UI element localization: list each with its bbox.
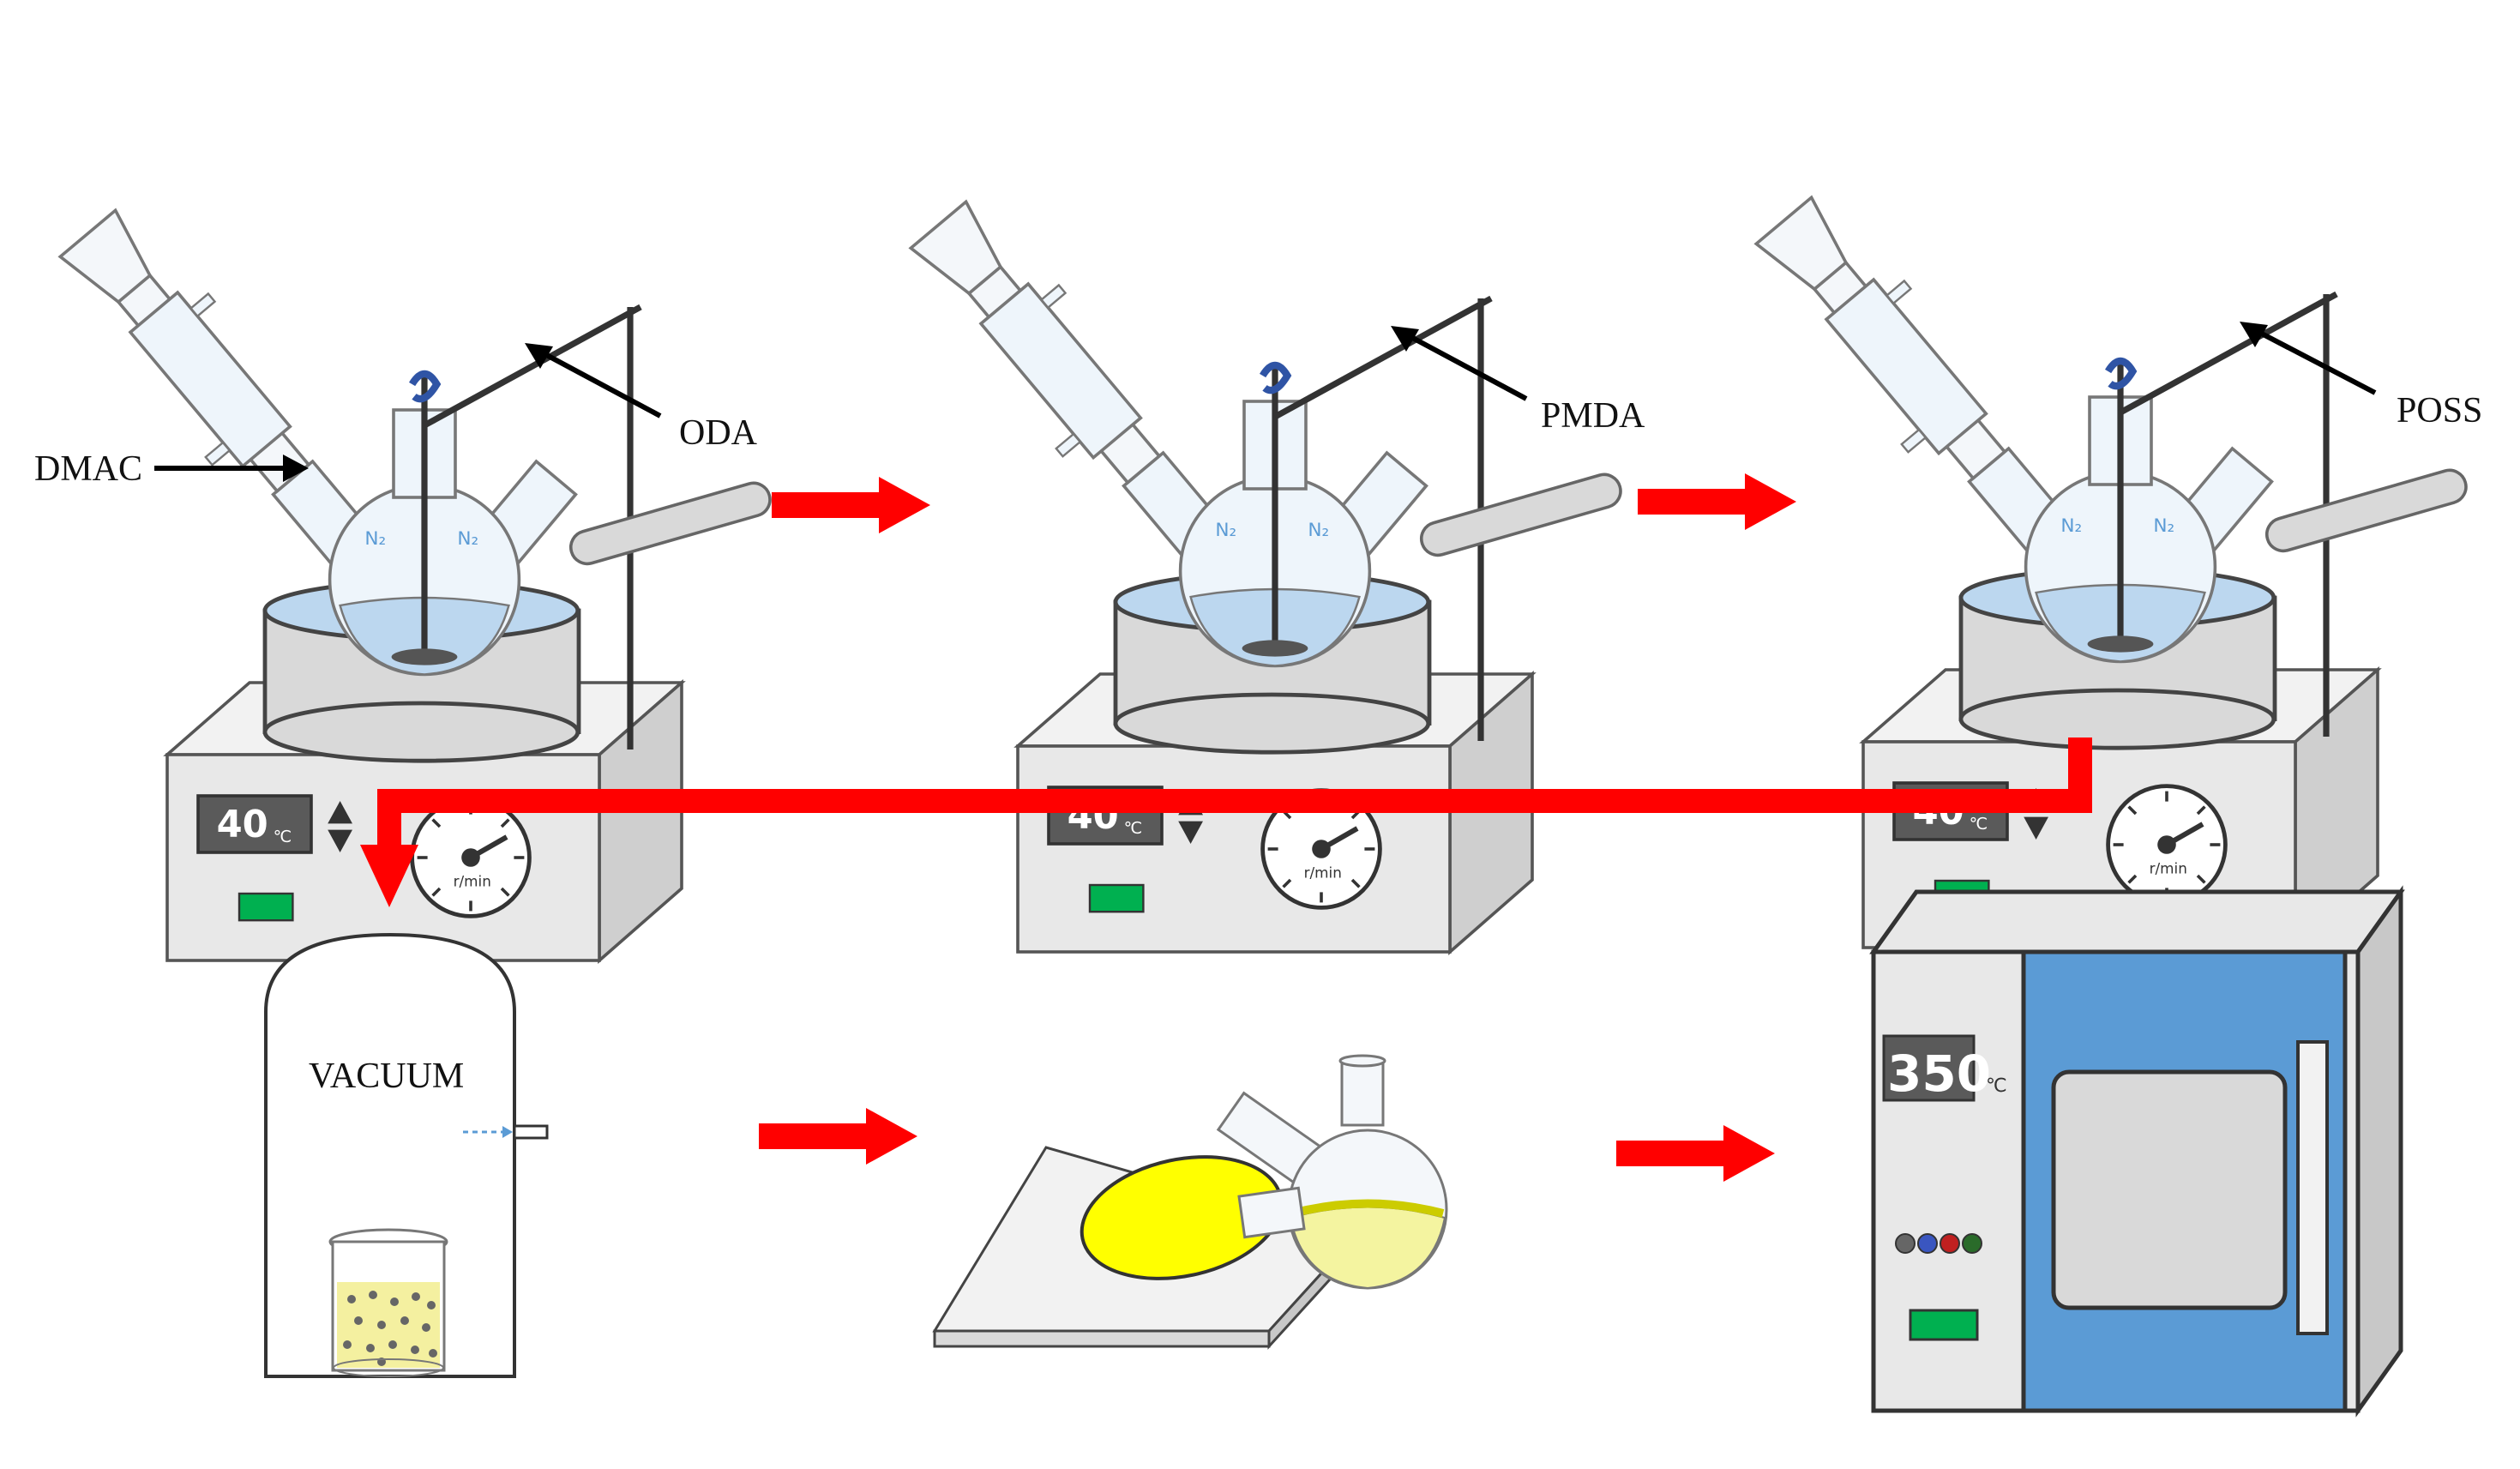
label-vacuum: VACUUM: [309, 1057, 464, 1096]
oven-unit: ℃: [1986, 1075, 2007, 1097]
stirrer-3-rpm: r/min: [2150, 860, 2187, 877]
stirrer-1-gas-right: N₂: [457, 528, 478, 550]
stirrer-2-gas-left: N₂: [1215, 520, 1236, 541]
stirrer-2-rpm: r/min: [1304, 864, 1342, 882]
process-arrow-return: [360, 738, 2092, 907]
pointer-pmda: [1404, 332, 1528, 401]
stirrer-3-unit: ℃: [1970, 814, 1988, 834]
oven-temperature: 350: [1887, 1045, 1991, 1103]
stirrer-setup-2: 40 ℃ r/min N₂ N₂: [898, 190, 1625, 952]
round-bottom-flask: [1216, 1054, 1448, 1290]
vacuum-chamber: VACUUM: [264, 932, 549, 1378]
oven-indicator: [1909, 1309, 1979, 1341]
stirrer-3-gas-right: N₂: [2153, 515, 2174, 537]
oven-handle: [2296, 1040, 2329, 1335]
process-arrow-4: [1616, 1125, 1775, 1182]
stirrer-2-gas-right: N₂: [1308, 520, 1329, 541]
stirrer-1-unit: ℃: [274, 827, 292, 846]
process-arrow-3: [759, 1108, 917, 1165]
stirrer-1-temperature: 40: [217, 804, 268, 846]
stirrer-setup-1: 40 ℃ r/min N₂ N₂: [47, 199, 774, 960]
stirrer-2-unit: ℃: [1124, 818, 1143, 838]
label-pmda: PMDA: [1541, 396, 1645, 436]
process-arrow-2: [1638, 473, 1796, 530]
pointer-oda: [538, 349, 662, 418]
oven: 350 ℃: [1869, 885, 2405, 1418]
label-dmac: DMAC: [34, 449, 142, 489]
process-arrow-1: [772, 477, 930, 533]
stirrer-3-gas-left: N₂: [2060, 515, 2082, 537]
stirrer-setup-3: 40 ℃ r/min N₂ N₂: [1743, 186, 2470, 948]
stirrer-1-rpm: r/min: [454, 873, 491, 890]
pointer-poss: [2253, 328, 2377, 395]
label-oda: ODA: [679, 413, 758, 453]
oven-window: [2051, 1069, 2288, 1310]
label-poss: POSS: [2397, 391, 2482, 430]
stirrer-1-gas-left: N₂: [364, 528, 386, 550]
